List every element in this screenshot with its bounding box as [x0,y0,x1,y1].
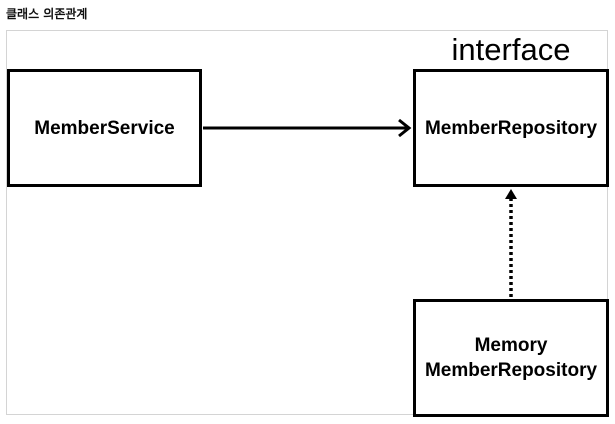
memory-member-repository-label-line2: MemberRepository [424,360,598,381]
service-to-repository-arrow [203,118,412,138]
member-service-box: MemberService [7,69,202,187]
member-repository-label: MemberRepository [424,117,598,139]
memory-member-repository-box: Memory MemberRepository [413,299,609,417]
member-repository-box: MemberRepository [413,69,609,187]
diagram-frame [6,30,608,415]
memory-member-repository-label-line1: Memory [474,335,548,356]
diagram-title: 클래스 의존관계 [6,7,88,21]
interface-stereotype-label: interface [451,32,571,67]
memory-implements-repository-arrow [505,189,517,297]
member-service-label: MemberService [34,117,175,139]
